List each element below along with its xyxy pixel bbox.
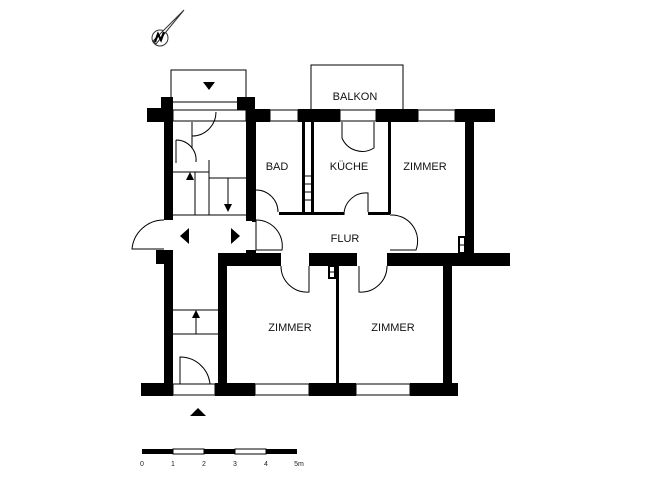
scale-tick-3: 3 xyxy=(233,461,237,468)
north-arrow-icon xyxy=(151,9,185,47)
scale-bar: 0 1 2 3 4 5m xyxy=(140,448,304,468)
entry-arrow-up-icon xyxy=(190,408,206,416)
scale-tick-1: 1 xyxy=(171,461,175,468)
room-label-zimmer-ne: ZIMMER xyxy=(403,161,446,173)
arrow-right-icon xyxy=(231,228,240,244)
windows xyxy=(172,109,456,396)
scale-tick-4: 4 xyxy=(264,461,268,468)
scale-tick-0: 0 xyxy=(140,461,144,468)
doors xyxy=(131,111,419,385)
arrow-left-icon xyxy=(180,228,189,244)
ventilation-shafts xyxy=(305,175,466,279)
room-label-zimmer-se: ZIMMER xyxy=(371,322,414,334)
balcony-outline xyxy=(310,64,404,112)
scale-tick-2: 2 xyxy=(202,461,206,468)
walls xyxy=(141,97,510,396)
entry-arrow-down-icon xyxy=(203,82,215,90)
room-label-flur: FLUR xyxy=(331,233,360,245)
stair-up-arrow-icon xyxy=(186,172,194,180)
room-label-kueche: KÜCHE xyxy=(330,161,369,173)
staircase xyxy=(173,160,246,335)
scale-tick-5: 5m xyxy=(294,461,304,468)
stair-up-arrow-icon xyxy=(192,310,200,318)
room-label-bad: BAD xyxy=(266,161,289,173)
room-label-balkon: BALKON xyxy=(333,91,378,103)
room-label-zimmer-sw: ZIMMER xyxy=(268,322,311,334)
stair-down-arrow-icon xyxy=(224,204,232,212)
